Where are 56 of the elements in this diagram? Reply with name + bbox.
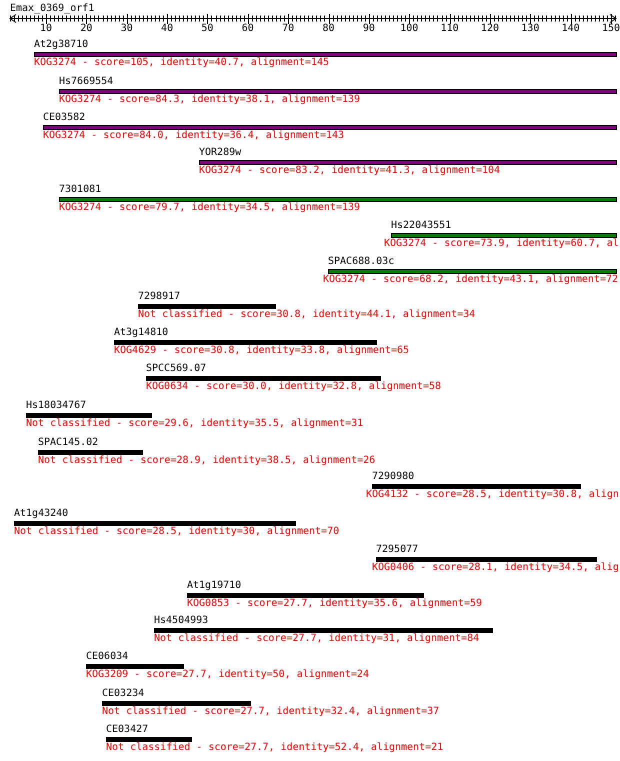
tick-label: 120 [480, 23, 499, 35]
hit-description: KOG3274 - score=84.3, identity=38.1, alignment=139 [59, 94, 360, 106]
hit-description: Not classified - score=27.7, identity=52.4, alignment=21 [106, 742, 444, 754]
hit-name: Hs4504993 [154, 615, 208, 627]
hit-description: KOG0853 - score=27.7, identity=35.6, alignment=59 [187, 598, 482, 610]
hit-description: KOG3274 - score=105, identity=40.7, alignment=145 [34, 57, 330, 69]
hit-name: YOR289w [199, 147, 242, 159]
hit-description: KOG0634 - score=30.0, identity=32.8, alignment=58 [146, 381, 442, 393]
hit-description: Not classified - score=28.9, identity=38.5, alignment=26 [38, 455, 376, 467]
hit-description: KOG0406 - score=28.1, identity=34.5, alig [372, 562, 619, 574]
hit-name: 7290980 [372, 471, 414, 483]
sequence-title: Emax_0369_orf1 [10, 3, 94, 15]
hit-name: At1g19710 [187, 580, 242, 592]
hit-name: 7295077 [376, 544, 418, 556]
tick-label: 150 [602, 23, 620, 35]
tick-label: 110 [440, 23, 459, 35]
hit-description: KOG3274 - score=83.2, identity=41.3, alignment=104 [199, 165, 500, 177]
hit-description: Not classified - score=27.7, identity=31, alignment=84 [154, 633, 480, 645]
tick-label: 10 [40, 23, 52, 35]
hit-name: Hs22043551 [391, 220, 452, 232]
tick-label: 20 [80, 23, 92, 35]
hit-name: 7298917 [138, 291, 180, 303]
hit-name: CE03427 [106, 724, 148, 736]
hit-description: Not classified - score=27.7, identity=32.4, alignment=37 [102, 706, 440, 718]
hit-name: SPCC569.07 [146, 363, 206, 375]
tick-label: 30 [120, 23, 133, 35]
hit-name: CE03234 [102, 688, 144, 700]
tick-label: 130 [521, 23, 540, 35]
hit-description: KOG3209 - score=27.7, identity=50, alignment=24 [86, 669, 369, 681]
hit-description: KOG3274 - score=84.0, identity=36.4, alignment=143 [43, 130, 344, 142]
hit-name: SPAC688.03c [328, 256, 394, 268]
hit-name: At2g38710 [34, 39, 88, 51]
hit-description: Not classified - score=28.5, identity=30, alignment=70 [14, 526, 340, 538]
hit-description: Not classified - score=30.8, identity=44.1, alignment=34 [138, 309, 476, 321]
hit-name: At3g14810 [114, 327, 168, 339]
hit-name: At1g43240 [14, 508, 68, 520]
tick-label: 70 [282, 23, 294, 35]
hit-name: Hs7669554 [59, 76, 114, 88]
hit-name: CE06034 [86, 651, 128, 663]
tick-label: 90 [362, 23, 375, 35]
tick-label: 40 [161, 23, 174, 35]
tick-label: 50 [201, 23, 214, 35]
tick-label: 140 [562, 23, 580, 35]
hit-name: SPAC145.02 [38, 437, 98, 449]
hit-description: KOG4629 - score=30.8, identity=33.8, alignment=65 [114, 345, 410, 357]
hit-description: KOG3274 - score=79.7, identity=34.5, alignment=139 [59, 202, 360, 214]
tick-label: 100 [400, 23, 418, 35]
hit-name: Hs18034767 [26, 400, 86, 412]
hit-description: KOG4132 - score=28.5, identity=30.8, align [366, 489, 619, 501]
hit-name: CE03582 [43, 112, 86, 124]
tick-label: 60 [242, 23, 254, 35]
tick-label: 80 [322, 23, 335, 35]
hit-description: Not classified - score=29.6, identity=35.5, alignment=31 [26, 418, 364, 430]
hit-description: KOG3274 - score=73.9, identity=60.7, al [384, 238, 619, 250]
hit-name: 7301081 [59, 184, 102, 196]
hit-description: KOG3274 - score=68.2, identity=43.1, alignment=72 [323, 274, 618, 286]
